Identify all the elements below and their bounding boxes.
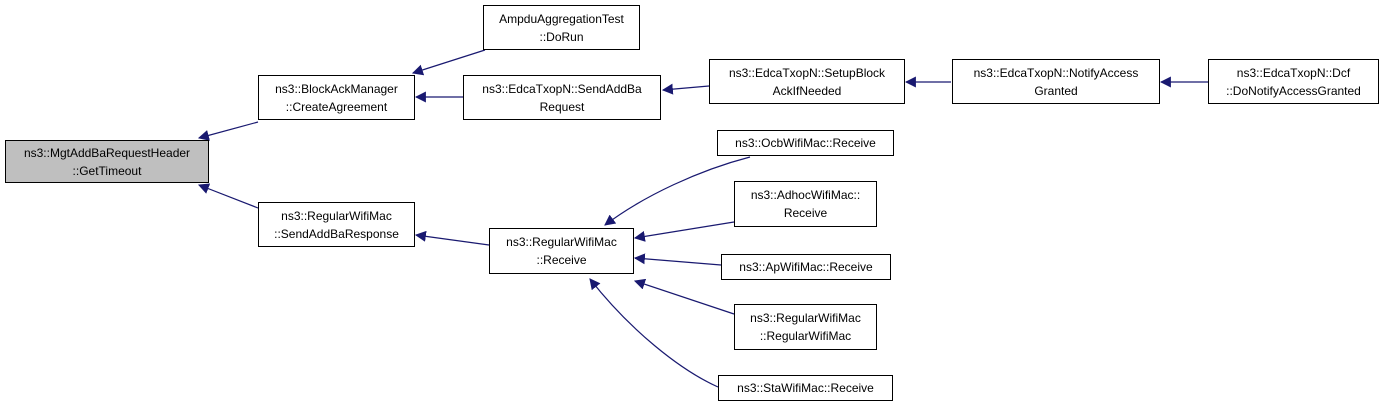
node-send-addba-response[interactable]: ns3::RegularWifiMac ::SendAddBaResponse: [258, 202, 415, 247]
edge-create-agreement-to-get-timeout: [197, 121, 259, 141]
node-dcf-notify-line2: ::DoNotifyAccessGranted: [1226, 83, 1361, 98]
node-get-timeout[interactable]: ns3::MgtAddBaRequestHeader ::GetTimeout: [5, 140, 209, 183]
node-adhoc-receive-line2: Receive: [783, 206, 828, 220]
edge-setup-block-ack-to-send-addba-request: [661, 83, 710, 95]
node-sta-receive-line1: ns3::StaWifiMac::Receive: [737, 381, 874, 395]
node-get-timeout-line2: ::GetTimeout: [72, 163, 142, 178]
node-sta-receive[interactable]: ns3::StaWifiMac::Receive: [718, 375, 893, 401]
node-notify-access-line2: Granted: [1034, 83, 1078, 98]
node-adhoc-receive[interactable]: ns3::AdhocWifiMac:: Receive: [734, 181, 877, 227]
node-ocb-receive[interactable]: ns3::OcbWifiMac::Receive: [717, 130, 894, 156]
node-regular-receive-line1: ns3::RegularWifiMac: [506, 235, 617, 249]
node-regular-receive[interactable]: ns3::RegularWifiMac ::Receive: [489, 228, 634, 274]
node-regular-ctor[interactable]: ns3::RegularWifiMac ::RegularWifiMac: [734, 304, 877, 350]
edge-ap-receive-to-regular-receive: [633, 253, 722, 266]
node-adhoc-receive-line1: ns3::AdhocWifiMac::: [750, 188, 861, 202]
node-ocb-receive-line1: ns3::OcbWifiMac::Receive: [735, 136, 876, 150]
node-ampdu-dorun-line1: AmpduAggregationTest: [499, 11, 624, 26]
node-regular-ctor-line2: ::RegularWifiMac: [759, 329, 852, 343]
node-ampdu-dorun-line2: ::DoRun: [539, 29, 584, 44]
edge-regular-ctor-to-regular-receive: [633, 278, 735, 315]
node-setup-block-ack[interactable]: ns3::EdcaTxopN::SetupBlock AckIfNeeded: [709, 59, 905, 104]
node-create-agreement[interactable]: ns3::BlockAckManager ::CreateAgreement: [258, 75, 415, 120]
edge-ampdu-dorun-to-create-agreement: [411, 49, 486, 76]
node-ap-receive[interactable]: ns3::ApWifiMac::Receive: [721, 254, 891, 280]
node-ap-receive-line1: ns3::ApWifiMac::Receive: [739, 260, 873, 274]
node-send-addba-request-line2: Request: [539, 99, 585, 114]
edge-adhoc-receive-to-regular-receive: [633, 221, 735, 242]
node-send-addba-response-line1: ns3::RegularWifiMac: [281, 208, 392, 223]
node-notify-access-line1: ns3::EdcaTxopN::NotifyAccess: [973, 65, 1139, 80]
node-setup-block-ack-line1: ns3::EdcaTxopN::SetupBlock: [728, 65, 886, 80]
edge-regular-receive-to-send-addba-response: [414, 230, 490, 246]
edge-send-addba-response-to-get-timeout: [197, 183, 259, 209]
node-dcf-notify-line1: ns3::EdcaTxopN::Dcf: [1236, 65, 1351, 80]
node-regular-ctor-line1: ns3::RegularWifiMac: [750, 311, 861, 325]
node-dcf-notify[interactable]: ns3::EdcaTxopN::Dcf ::DoNotifyAccessGran…: [1208, 59, 1379, 104]
node-create-agreement-line2: ::CreateAgreement: [285, 99, 388, 114]
node-send-addba-response-line2: ::SendAddBaResponse: [274, 226, 399, 241]
node-regular-receive-line2: ::Receive: [536, 253, 587, 267]
node-ampdu-dorun[interactable]: AmpduAggregationTest ::DoRun: [483, 5, 640, 50]
node-get-timeout-line1: ns3::MgtAddBaRequestHeader: [23, 145, 191, 160]
node-notify-access[interactable]: ns3::EdcaTxopN::NotifyAccess Granted: [952, 59, 1160, 104]
node-setup-block-ack-line2: AckIfNeeded: [772, 83, 842, 98]
node-send-addba-request[interactable]: ns3::EdcaTxopN::SendAddBa Request: [463, 75, 661, 120]
edge-sta-receive-to-regular-receive: [589, 278, 719, 388]
node-create-agreement-line1: ns3::BlockAckManager: [275, 81, 398, 96]
edge-ocb-receive-to-regular-receive: [604, 156, 751, 226]
node-send-addba-request-line1: ns3::EdcaTxopN::SendAddBa: [482, 81, 642, 96]
